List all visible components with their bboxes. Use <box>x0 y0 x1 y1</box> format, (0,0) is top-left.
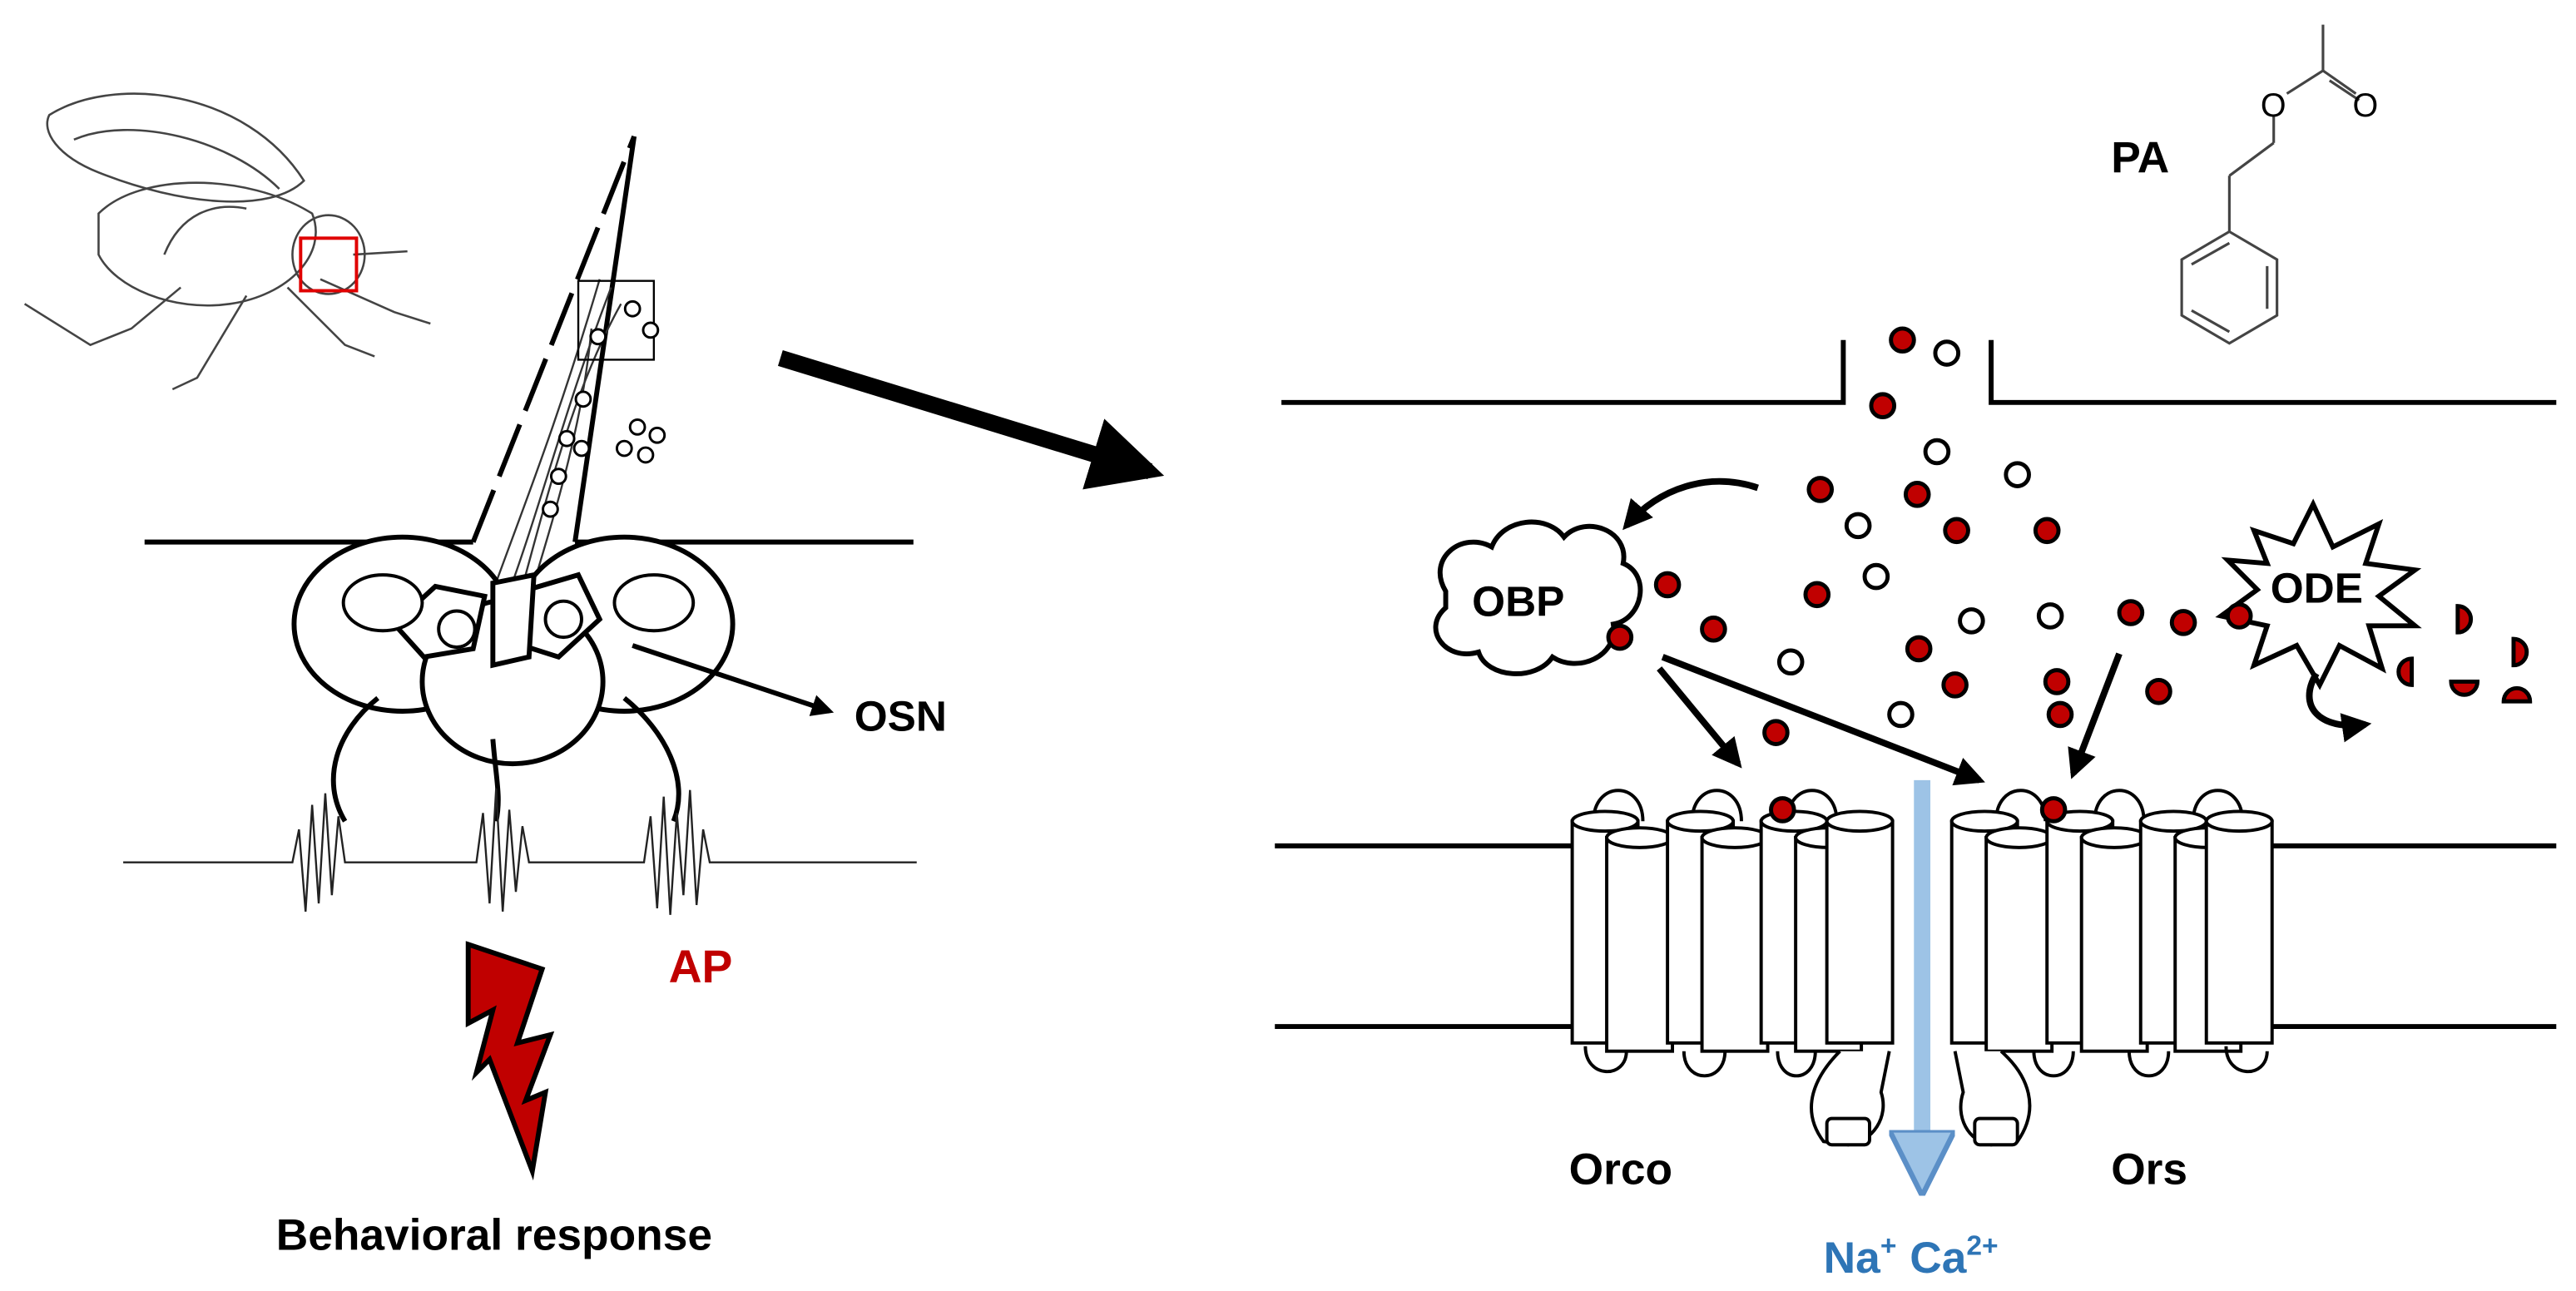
ors-label: Ors <box>2111 1145 2187 1195</box>
panel-transition-arrow <box>777 350 1165 490</box>
ors-receptor <box>1949 789 2274 1147</box>
na-ion-charge: + <box>1880 1231 1897 1262</box>
ap-label: AP <box>669 941 733 992</box>
pa-molecule-structure <box>2180 24 2361 345</box>
fly-illustration <box>23 92 431 391</box>
ion-label: Na+ Ca2+ <box>1824 1231 1999 1284</box>
ca-ion-charge: 2+ <box>1966 1231 1998 1262</box>
arrow-to-obp <box>1622 477 1759 531</box>
arrow-obp-to-orco <box>1657 666 1742 769</box>
hair-odorants <box>542 299 666 518</box>
ode-label: ODE <box>2271 565 2363 612</box>
lightning-bolt-icon <box>465 941 555 1181</box>
degraded-odorants <box>2396 604 2533 704</box>
arrow-degradation <box>2306 671 2372 743</box>
right-panel: PA O O <box>1275 24 2557 1284</box>
osn-cells <box>291 534 736 767</box>
osn-arrow <box>632 643 835 716</box>
odorants-red <box>1606 326 2253 824</box>
action-potential-trace <box>123 788 917 915</box>
arrow-odorant-to-ors <box>2068 652 2123 779</box>
odorants-white <box>1776 339 2064 729</box>
pa-oxygen-1: O <box>2261 87 2286 124</box>
arrow-obp-to-ors <box>1661 654 1985 786</box>
sensillum-wall <box>1281 339 2557 405</box>
pa-oxygen-2: O <box>2352 87 2378 124</box>
ode-enzyme <box>2215 498 2422 690</box>
pa-label: PA <box>2111 133 2169 182</box>
zoom-box <box>299 236 359 293</box>
orco-receptor <box>1570 789 1895 1147</box>
orco-label: Orco <box>1569 1145 1672 1195</box>
na-ion: Na <box>1824 1234 1880 1283</box>
obp-label: OBP <box>1472 577 1564 625</box>
pore-detail-box <box>577 279 656 361</box>
ca-ion: Ca <box>1910 1234 1966 1283</box>
obp-protein <box>1433 519 1643 676</box>
osn-label: OSN <box>855 693 947 740</box>
behavioral-response-label: Behavioral response <box>276 1211 712 1260</box>
left-panel: OSN AP Behavioral response <box>23 92 947 1260</box>
pathway-arrows <box>1622 477 2372 786</box>
